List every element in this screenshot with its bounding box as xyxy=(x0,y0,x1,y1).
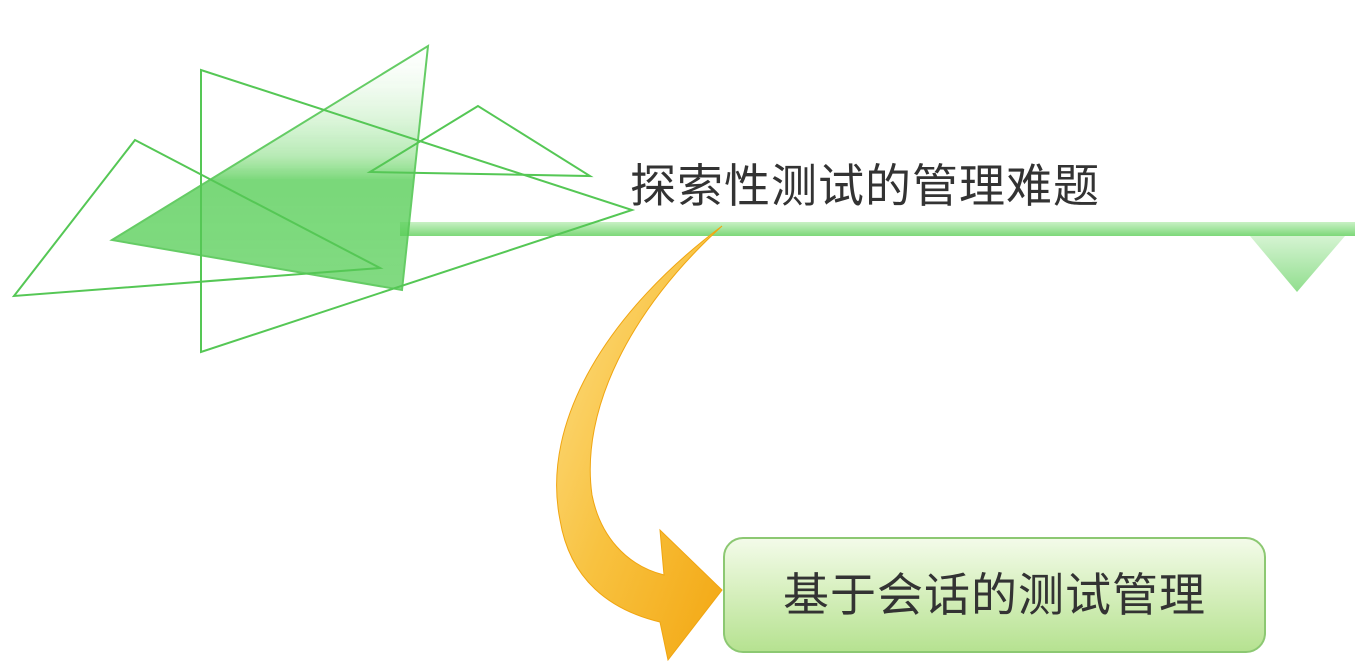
solution-box: 基于会话的测试管理 xyxy=(723,537,1266,653)
bar-end-triangle xyxy=(1250,236,1345,292)
outline-triangle-1 xyxy=(200,68,636,354)
filled-triangle xyxy=(109,44,430,292)
solution-label: 基于会话的测试管理 xyxy=(783,568,1206,622)
timeline-bar xyxy=(400,222,1355,236)
problem-label: 探索性测试的管理难题 xyxy=(630,159,1100,213)
outline-triangle-2 xyxy=(11,138,384,298)
curved-arrow xyxy=(556,225,723,662)
outline-triangle-3 xyxy=(366,104,594,178)
